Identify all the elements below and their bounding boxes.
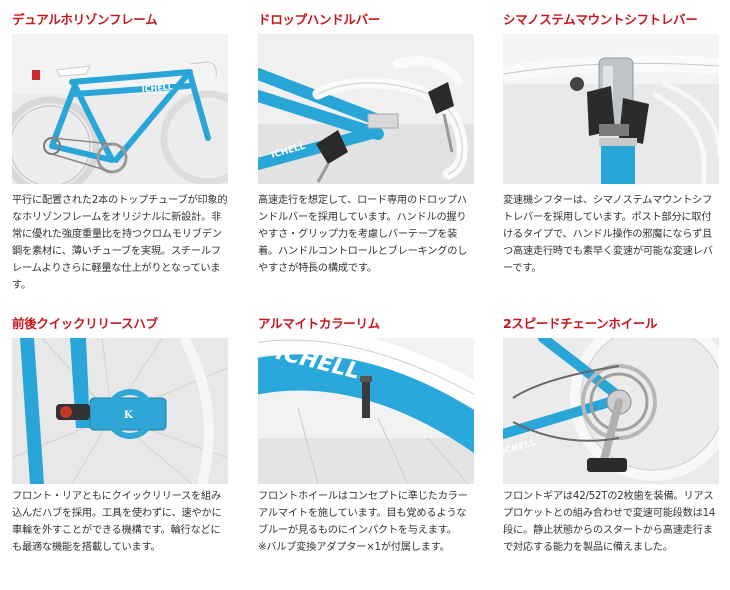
- feature-card-frame: デュアルホリゾンフレーム: [12, 12, 228, 291]
- feature-description: フロントホイールはコンセプトに準じたカラーアルマイトを施しています。目も覚めるよ…: [258, 488, 474, 556]
- feature-card-hub: 前後クイックリリースハブ: [12, 316, 228, 553]
- feature-title: 前後クイックリリースハブ: [12, 316, 158, 331]
- feature-description: フロントギアは42/52Tの2枚歯を装備。リアスプロケットとの組み合わせで変速可…: [503, 491, 716, 553]
- drop-handlebar-image: ICHELL: [258, 34, 474, 184]
- chainwheel-image: ICHELL: [503, 338, 719, 484]
- feature-card-shifter: シマノステムマウントシフトレバー: [503, 12, 719, 274]
- svg-text:K: K: [124, 410, 133, 421]
- bicycle-frame-image: ICHELL: [12, 34, 228, 184]
- feature-title: デュアルホリゾンフレーム: [12, 12, 158, 27]
- color-rim-image: ICHELL: [258, 338, 474, 484]
- feature-description: 平行に配置された2本のトップチューブが印象的なホリゾンフレームをオリジナルに新設…: [12, 195, 228, 291]
- feature-card-chainwheel: 2スピードチェーンホイール ICHELL: [503, 316, 719, 553]
- feature-title: ドロップハンドルバー: [258, 12, 381, 27]
- feature-description: 高速走行を想定して、ロード専用のドロップハンドルバーを採用しています。ハンドルの…: [258, 195, 468, 274]
- feature-card-rim: アルマイトカラーリム ICHELL: [258, 316, 474, 553]
- feature-description: 変速機シフターは、シマノステムマウントシフトレバーを採用しています。ポスト部分に…: [503, 195, 713, 274]
- feature-title: シマノステムマウントシフトレバー: [503, 12, 698, 27]
- svg-text:ICHELL: ICHELL: [141, 82, 173, 94]
- chainwheel-photo: ICHELL: [503, 338, 719, 484]
- feature-card-handlebar: ドロップハンドルバー ICHELL: [258, 12, 474, 274]
- feature-description: フロント・リアともにクイックリリースを組み込んだハブを採用。工具を使わずに、速や…: [12, 491, 222, 553]
- quick-release-hub-image: K: [12, 338, 228, 484]
- stem-shifter-image: [503, 34, 719, 184]
- hub-photo: K: [12, 338, 228, 484]
- frame-photo: ICHELL: [12, 34, 228, 184]
- rim-photo: ICHELL: [258, 338, 474, 484]
- shifter-photo: [503, 34, 719, 184]
- handlebar-photo: ICHELL: [258, 34, 474, 184]
- feature-note: ※バルブ変換アダプター×1が付属します。: [258, 542, 450, 553]
- feature-title: 2スピードチェーンホイール: [503, 316, 658, 331]
- feature-title: アルマイトカラーリム: [258, 316, 380, 331]
